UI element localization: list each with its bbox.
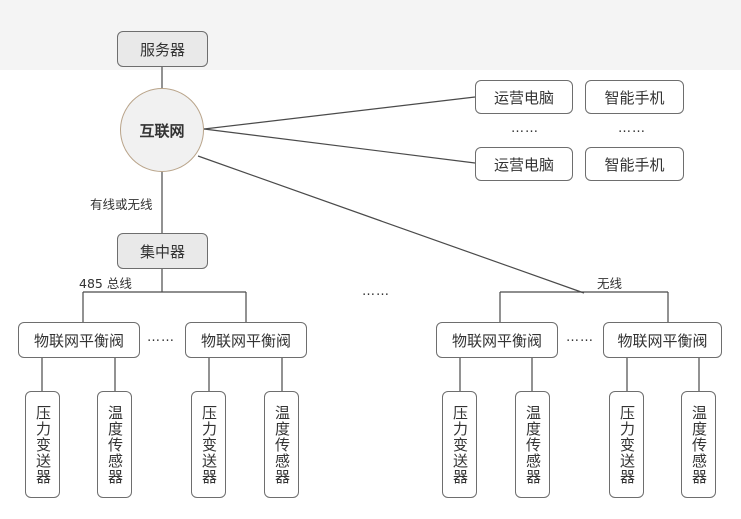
pressure-transmitter-node-1: 压力变送器 [25,391,60,498]
internet-node: 互联网 [120,88,204,172]
valve-ellipsis-right: …… [566,330,594,345]
smartphone-node-2: 智能手机 [585,147,684,181]
ops-pc-node-2: 运营电脑 [475,147,573,181]
temperature-sensor-node-4: 温度传感器 [681,391,716,498]
ops-pc-node-1: 运营电脑 [475,80,573,114]
balance-valve-node-3: 物联网平衡阀 [436,322,558,358]
wired-or-wireless-label: 有线或无线 [90,197,153,212]
wireless-label: 无线 [597,276,623,291]
pressure-transmitter-node-2: 压力变送器 [191,391,226,498]
temperature-sensor-node-3: 温度传感器 [515,391,550,498]
temperature-sensor-node-1: 温度传感器 [97,391,132,498]
phone-ellipsis: …… [618,121,646,136]
line-internet-wireless [197,155,585,294]
concentrator-node: 集中器 [117,233,208,269]
line-internet-pc-1 [203,96,476,130]
smartphone-node-1: 智能手机 [585,80,684,114]
bus-485-label: 485 总线 [79,276,132,291]
server-node: 服务器 [117,31,208,67]
line-internet-pc-2 [203,128,476,164]
middle-ellipsis: …… [362,284,390,299]
pressure-transmitter-node-3: 压力变送器 [442,391,477,498]
pc-ellipsis: …… [511,121,539,136]
balance-valve-node-1: 物联网平衡阀 [18,322,140,358]
pressure-transmitter-node-4: 压力变送器 [609,391,644,498]
valve-ellipsis-left: …… [147,330,175,345]
temperature-sensor-node-2: 温度传感器 [264,391,299,498]
balance-valve-node-4: 物联网平衡阀 [603,322,722,358]
balance-valve-node-2: 物联网平衡阀 [185,322,307,358]
